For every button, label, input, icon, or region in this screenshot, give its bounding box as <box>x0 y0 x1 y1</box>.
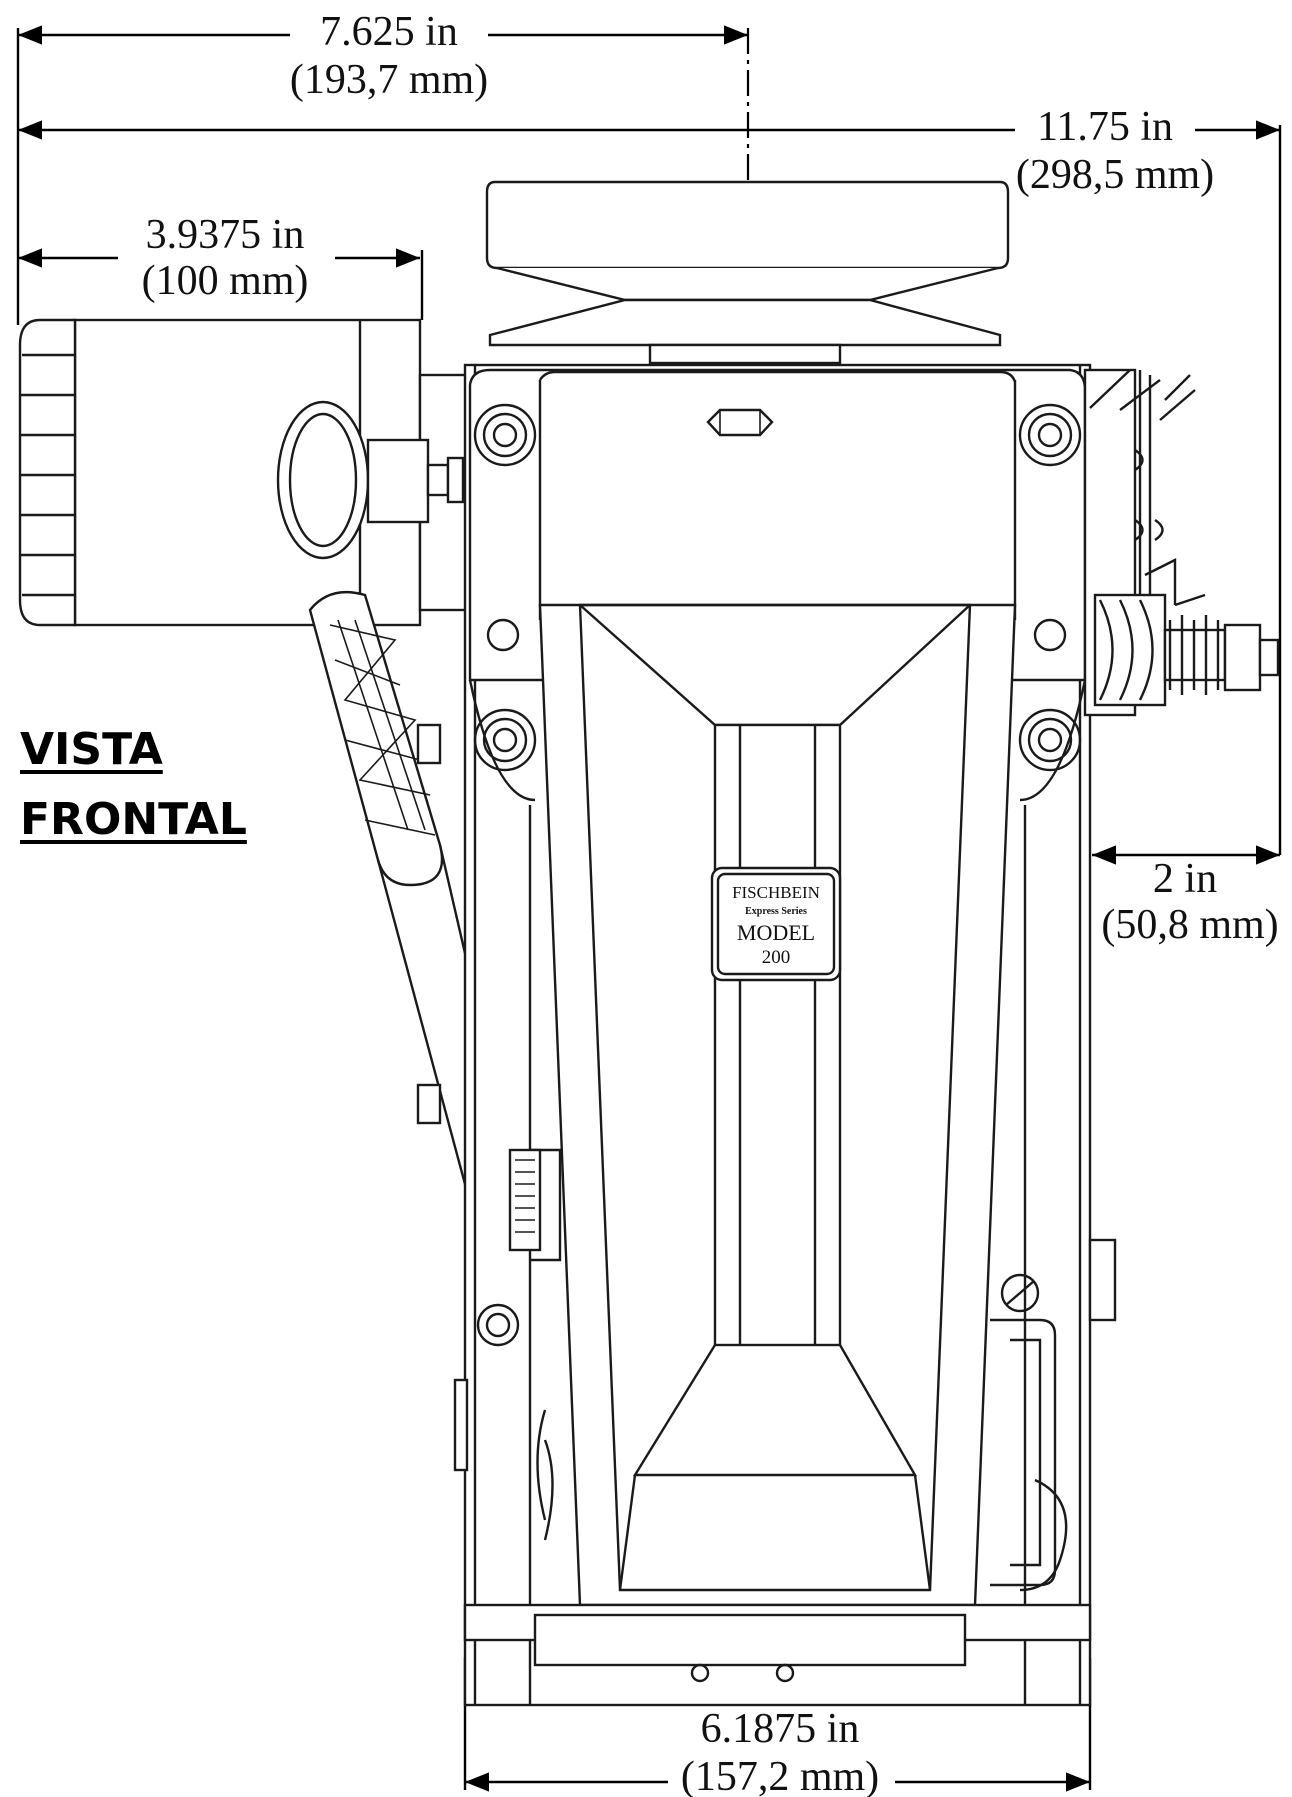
pulley <box>485 180 1010 365</box>
dim-top-center-imperial: 7.625 in <box>320 9 458 55</box>
dim-overall-width-metric: (298,5 mm) <box>1016 152 1214 198</box>
dim-overall-width-imperial: 11.75 in <box>1037 104 1173 150</box>
view-title: VISTA FRONTAL <box>20 715 247 855</box>
bolt-top-left <box>473 403 537 467</box>
nameplate-series: Express Series <box>745 906 807 917</box>
dim-base-width-imperial: 6.1875 in <box>701 1706 860 1752</box>
dim-side-offset-metric: (50,8 mm) <box>1101 902 1278 948</box>
dim-top-center-metric: (193,7 mm) <box>290 57 488 103</box>
bolt-top-right <box>1018 403 1082 467</box>
dim-motor-length-imperial: 3.9375 in <box>146 212 305 258</box>
dim-motor-length-metric: (100 mm) <box>142 258 309 304</box>
nameplate-brand: FISCHBEIN <box>732 883 820 902</box>
bolt-mid-right <box>1018 708 1082 772</box>
dim-base-width-metric: (157,2 mm) <box>681 1754 879 1797</box>
nameplate-model: MODEL <box>737 920 815 945</box>
nameplate-number: 200 <box>762 947 791 968</box>
nameplate: FISCHBEIN Express Series MODEL 200 <box>710 866 842 982</box>
bolt-mid-left <box>473 708 537 772</box>
motor <box>18 318 472 627</box>
machine-body <box>416 363 1117 1707</box>
view-title-line2: FRONTAL <box>20 794 247 845</box>
side-spring-mechanism <box>1083 368 1280 717</box>
dim-side-offset-imperial: 2 in <box>1153 856 1217 902</box>
view-title-line1: VISTA <box>20 724 163 775</box>
